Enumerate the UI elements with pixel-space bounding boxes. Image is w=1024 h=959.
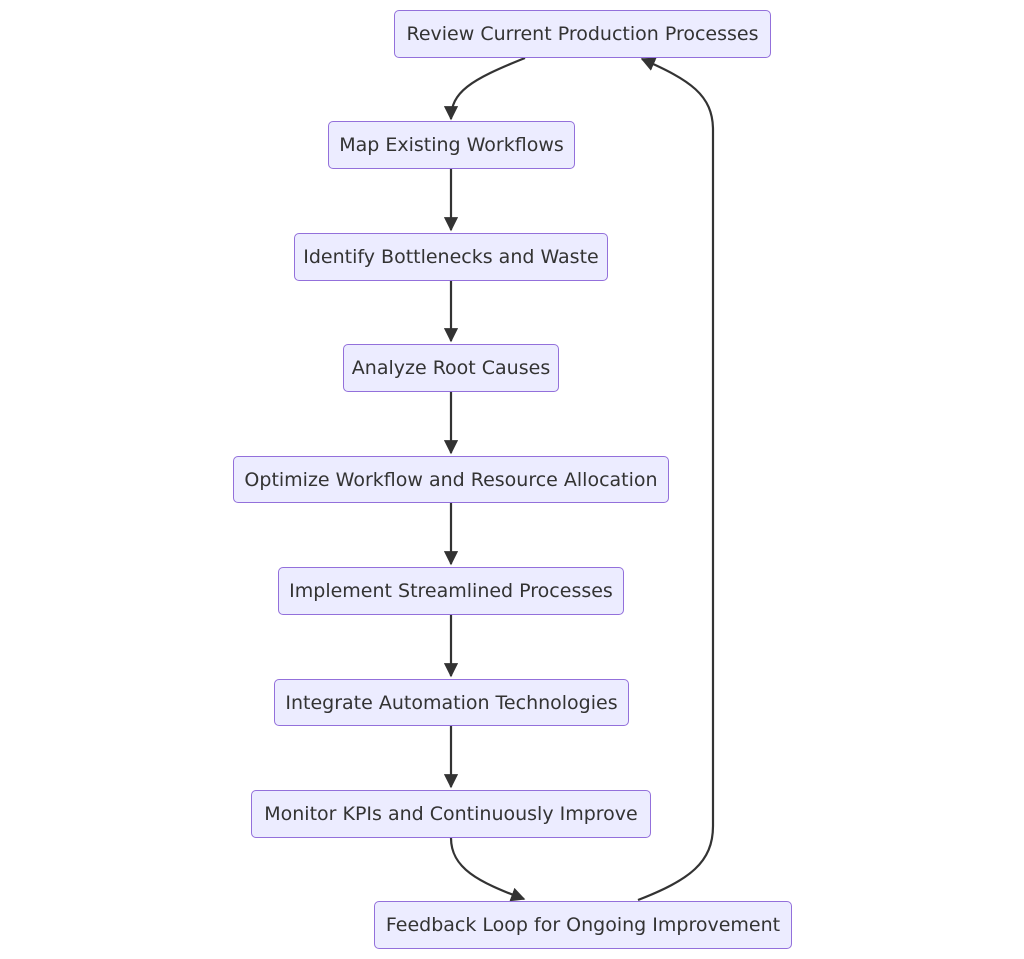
node-analyze-root-causes: Analyze Root Causes	[343, 344, 559, 392]
node-integrate-automation-technologies: Integrate Automation Technologies	[274, 679, 629, 726]
edge-review-to-map	[443, 56, 526, 121]
edge-feedback-to-review	[637, 57, 715, 902]
node-identify-bottlenecks-and-waste: Identify Bottlenecks and Waste	[294, 233, 608, 281]
node-monitor-kpis-and-continuously-improve: Monitor KPIs and Continuously Improve	[251, 790, 651, 838]
node-optimize-workflow-and-resource-allocation: Optimize Workflow and Resource Allocatio…	[233, 456, 669, 503]
node-implement-streamlined-processes: Implement Streamlined Processes	[278, 567, 624, 615]
node-map-existing-workflows: Map Existing Workflows	[328, 121, 575, 169]
node-feedback-loop-for-ongoing-improvement: Feedback Loop for Ongoing Improvement	[374, 901, 792, 949]
edge-monitor-to-feedback	[449, 837, 526, 902]
node-review-current-production-processes: Review Current Production Processes	[394, 10, 771, 58]
